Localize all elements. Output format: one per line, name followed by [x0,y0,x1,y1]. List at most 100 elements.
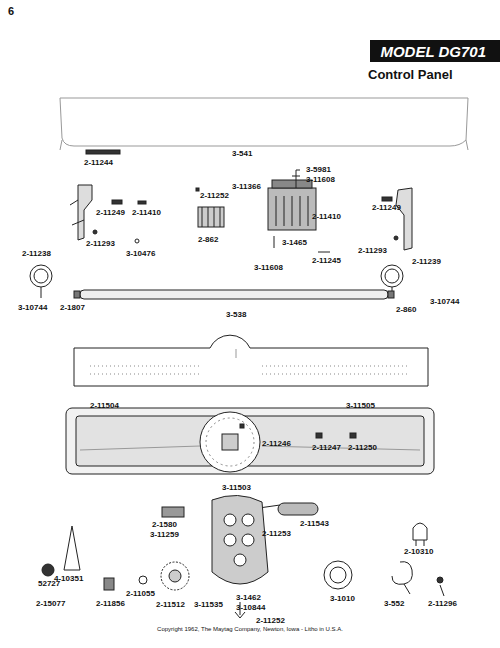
illustration-stroke [60,98,468,146]
illustration-stroke [224,534,236,546]
part-number: 3-1010 [330,595,355,603]
illustration-stroke [350,433,356,438]
illustration-stroke [416,540,424,546]
illustration-stroke [74,291,80,298]
illustration-stroke [30,98,468,618]
part-number: 2-11410 [312,213,341,221]
illustration-stroke [70,200,84,225]
part-number: 2-11246 [262,440,291,448]
illustration-stroke [234,554,246,566]
illustration-stroke [64,526,80,570]
illustration-stroke [161,562,189,590]
illustration-stroke [42,564,54,576]
illustration-stroke [318,252,330,253]
part-number: 2-11252 [200,192,229,200]
part-number: 2-11245 [312,257,341,265]
illustration-stroke [437,577,443,583]
part-number: 2-11504 [90,402,119,410]
illustration-stroke [200,412,260,472]
part-number: 2-1580 [152,521,177,529]
illustration-stroke [138,201,146,204]
illustration-stroke [236,349,237,358]
illustration-stroke [381,265,403,287]
illustration-stroke [316,433,322,438]
illustration-stroke [104,578,114,590]
part-number: 2-1807 [60,304,85,312]
illustration-stroke [78,185,92,240]
part-number: 2-10310 [404,548,433,556]
illustration-stroke [169,570,181,582]
illustration-stroke [41,287,42,298]
part-number: 2-11249 [372,204,401,212]
illustration-stroke [162,507,184,517]
illustration-stroke [292,170,300,188]
part-number: 3-541 [232,150,252,158]
illustration-stroke [80,290,388,299]
part-number: 3-11608 [306,176,335,184]
illustration-stroke [93,230,97,234]
part-number: 3-11608 [254,264,283,272]
part-number: 2-11238 [22,250,51,258]
illustration-stroke [86,150,120,154]
part-number: 3-11259 [150,531,179,539]
part-number: 2-11253 [262,530,291,538]
illustration-stroke [240,424,244,428]
part-number: 2-862 [198,236,218,244]
illustration-stroke [388,291,394,298]
part-number: 2-11293 [358,247,387,255]
part-number: 2-11250 [348,444,377,452]
page-number: 6 [8,6,14,17]
illustration-stroke [224,514,236,526]
part-number: 3-10476 [126,250,155,258]
part-number: 2-11247 [312,444,341,452]
part-number: 2-860 [396,306,416,314]
part-number: 3-1465 [282,239,307,247]
illustration-stroke [382,197,392,201]
part-number: 3-11535 [194,601,223,609]
illustration-stroke [90,366,410,374]
part-number: 2-11410 [132,209,161,217]
illustration-stroke [30,265,52,287]
illustration-stroke [268,188,316,230]
copyright-caption: Copyright 1962, The Maytag Company, Newt… [157,626,343,632]
illustration-stroke [330,567,346,583]
illustration-stroke [135,239,139,243]
illustration-stroke [276,196,308,226]
part-number: 3-5981 [306,166,331,174]
illustration-stroke [413,523,427,540]
part-number: 3-11503 [222,484,251,492]
part-number: 52727 [38,580,60,588]
illustration-stroke [66,408,434,474]
part-number: 2-11055 [126,590,155,598]
part-number: 3-538 [226,311,246,319]
part-number: 3-11505 [346,402,375,410]
part-number: 3-10744 [18,304,47,312]
part-number: 2-11249 [96,209,125,217]
model-title: MODEL DG701 [380,44,486,59]
part-number: 2-11543 [300,520,329,528]
illustration-stroke [196,188,199,191]
illustration-stroke [392,562,412,585]
illustration-stroke [242,534,254,546]
illustration-stroke [74,335,428,386]
part-number: 3-1462 [236,594,261,602]
part-number: 2-11296 [428,600,457,608]
illustration-stroke [112,200,122,204]
illustration-stroke [278,503,318,515]
illustration-stroke [212,495,268,584]
part-number: 2-15077 [36,600,65,608]
illustration-stroke [198,207,224,227]
illustration-stroke [404,584,444,596]
part-number: 3-10844 [236,604,265,612]
part-number: 2-11244 [84,159,113,167]
part-number: 3-11366 [232,183,261,191]
illustration-stroke [385,269,399,283]
illustration-stroke [394,236,398,240]
part-number: 2-11512 [156,601,185,609]
section-heading: Control Panel [368,68,453,81]
part-number: 2-11239 [412,258,441,266]
illustration-stroke [139,576,147,584]
part-number: 3-10744 [430,298,459,306]
illustration-stroke [202,207,220,227]
part-number: 2-11293 [86,240,115,248]
